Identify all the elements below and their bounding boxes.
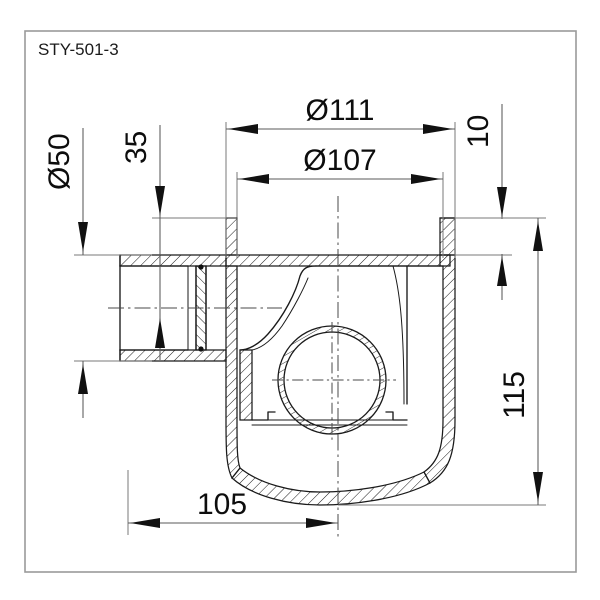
dia111-arrow-right [423,124,453,134]
sheet-border [24,30,577,573]
inlet-pipe-lower-wall [119,349,227,362]
dimension-35: 35 [120,125,236,360]
d10-label: 10 [462,115,495,148]
dia107-label: Ø107 [303,144,376,177]
d105-label: 105 [197,488,247,521]
dimension-115: 115 [338,217,546,506]
dimension-dia111: Ø111 [225,94,456,258]
d10-arrow-top [497,187,507,217]
dimension-dia107: Ø107 [236,144,444,258]
dia111-label: Ø111 [306,94,375,127]
d115-label: 115 [498,371,531,419]
dimension-dia50: Ø50 [43,128,152,418]
dimension-10: 10 [455,104,540,300]
d105-arrow-right [306,518,336,528]
bowl-bottom-wall [231,467,431,506]
inlet-to-bowl-transition-inner [251,277,309,351]
d35-label: 35 [120,131,153,164]
riser-wall-right [439,217,456,256]
bowl-outer-right-wall [423,254,456,484]
inner-floor-shelf-left [251,411,276,421]
inlet-to-bowl-transition [239,265,317,351]
gasket-node-top [198,264,204,270]
d10-arrow-bottom [497,256,507,286]
d115-arrow-top [533,221,543,251]
d115-arrow-bottom [533,472,543,502]
d35-arrow-top [155,186,165,216]
dia50-arrow-top [78,222,88,252]
part-geometry [108,196,456,540]
dimension-105: 105 [127,470,338,535]
bowl-cavity-right-curve [392,265,405,405]
d105-arrow-left [130,518,160,528]
riser-wall-left [225,217,238,256]
inlet-pipe-upper-wall [119,254,227,267]
bowl-left-wall [225,265,241,480]
inner-baffle-wall [239,349,253,421]
drawing-title: STY-501-3 [38,40,119,59]
dia107-arrow-right [411,174,441,184]
d35-arrow-bottom [155,318,165,348]
inner-floor-shelf-right [385,411,408,421]
gasket-node-bottom [198,346,204,352]
dia111-arrow-left [228,124,258,134]
dia50-label: Ø50 [43,133,76,190]
dia50-arrow-bottom [78,364,88,394]
dia107-arrow-left [239,174,269,184]
